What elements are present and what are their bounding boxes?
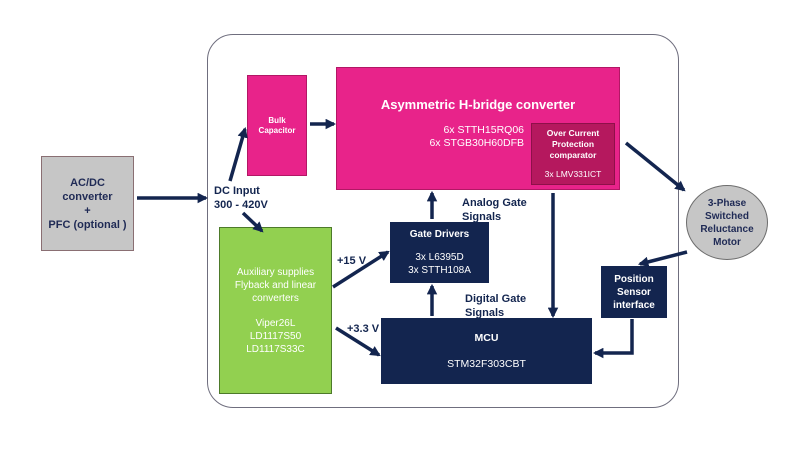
aux-line3: converters <box>252 292 299 304</box>
analog-line2: Signals <box>462 211 502 223</box>
gate-drivers-part1: 3x L6395D <box>415 252 464 263</box>
motor-line4: Motor <box>713 236 741 248</box>
gate-drivers-title: Gate Drivers <box>409 229 470 240</box>
ocp-part: 3x LMV331ICT <box>544 169 602 179</box>
acdc-converter-block: AC/DC converter + PFC (optional ) <box>41 156 134 251</box>
ocp-line1: Over Current <box>546 128 600 138</box>
dc-input-line1: DC Input <box>214 185 260 197</box>
analog-gate-signals-label: Analog Gate Signals <box>462 196 527 224</box>
system-boundary-frame <box>207 34 679 408</box>
aux-line2: Flyback and linear <box>234 279 317 291</box>
gate-drivers-part2: 3x STTH108A <box>408 265 471 276</box>
acdc-line1: AC/DC <box>70 176 105 189</box>
position-line2: Sensor <box>617 286 651 298</box>
motor-line2: Switched <box>705 210 749 222</box>
bulk-capacitor-block: Bulk Capacitor <box>247 75 307 176</box>
position-line3: interface <box>613 299 655 311</box>
acdc-line4: PFC (optional ) <box>48 218 127 231</box>
arrow-dc-to-aux <box>241 211 264 233</box>
gate-drivers-block: Gate Drivers 3x L6395D 3x STTH108A <box>390 222 489 283</box>
bulk-line1: Bulk <box>268 115 286 125</box>
h-bridge-part1: 6x STTH15RQ06 <box>443 124 524 136</box>
position-line1: Position <box>614 273 654 285</box>
acdc-line2: converter <box>62 190 113 203</box>
dc-input-line2: 300 - 420V <box>214 199 268 211</box>
position-sensor-interface-block: Position Sensor interface <box>601 266 667 318</box>
digital-gate-signals-label: Digital Gate Signals <box>465 292 526 320</box>
arrow-position-to-mcu <box>592 319 634 359</box>
auxiliary-supplies-block: Auxiliary supplies Flyback and linear co… <box>219 227 332 394</box>
analog-line1: Analog Gate <box>462 197 527 209</box>
h-bridge-title: Asymmetric H-bridge converter <box>380 97 576 112</box>
mcu-title: MCU <box>474 332 499 344</box>
aux-part1: Viper26L <box>255 317 296 329</box>
ocp-line3: comparator <box>549 150 597 160</box>
arrow-3v3-to-mcu <box>335 326 381 357</box>
bulk-line2: Capacitor <box>258 125 296 135</box>
arrow-15v-to-gate-drivers <box>332 250 390 289</box>
voltage-3v3-label: +3.3 V <box>347 323 380 335</box>
ocp-line2: Protection <box>551 139 595 149</box>
digital-line1: Digital Gate <box>465 293 527 305</box>
voltage-15v-label: +15 V <box>337 255 367 267</box>
motor-block: 3-Phase Switched Reluctance Motor <box>686 185 768 260</box>
arrow-hbridge-to-motor <box>624 141 686 192</box>
arrow-motor-to-position <box>637 250 688 268</box>
aux-part2: LD1117S50 <box>249 330 302 342</box>
acdc-line3: + <box>84 204 91 217</box>
aux-line1: Auxiliary supplies <box>236 266 315 278</box>
mcu-block: MCU STM32F303CBT <box>381 318 592 384</box>
arrow-dc-to-bulk-cap <box>228 126 248 182</box>
digital-line2: Signals <box>465 307 505 319</box>
mcu-part: STM32F303CBT <box>447 358 526 370</box>
over-current-protection-block: Over Current Protection comparator 3x LM… <box>531 123 615 185</box>
dc-input-label: DC Input 300 - 420V <box>214 184 268 212</box>
motor-line3: Reluctance <box>700 223 754 235</box>
h-bridge-part2: 6x STGB30H60DFB <box>429 137 524 149</box>
aux-part3: LD1117S33C <box>246 343 305 355</box>
motor-line1: 3-Phase <box>707 197 747 209</box>
